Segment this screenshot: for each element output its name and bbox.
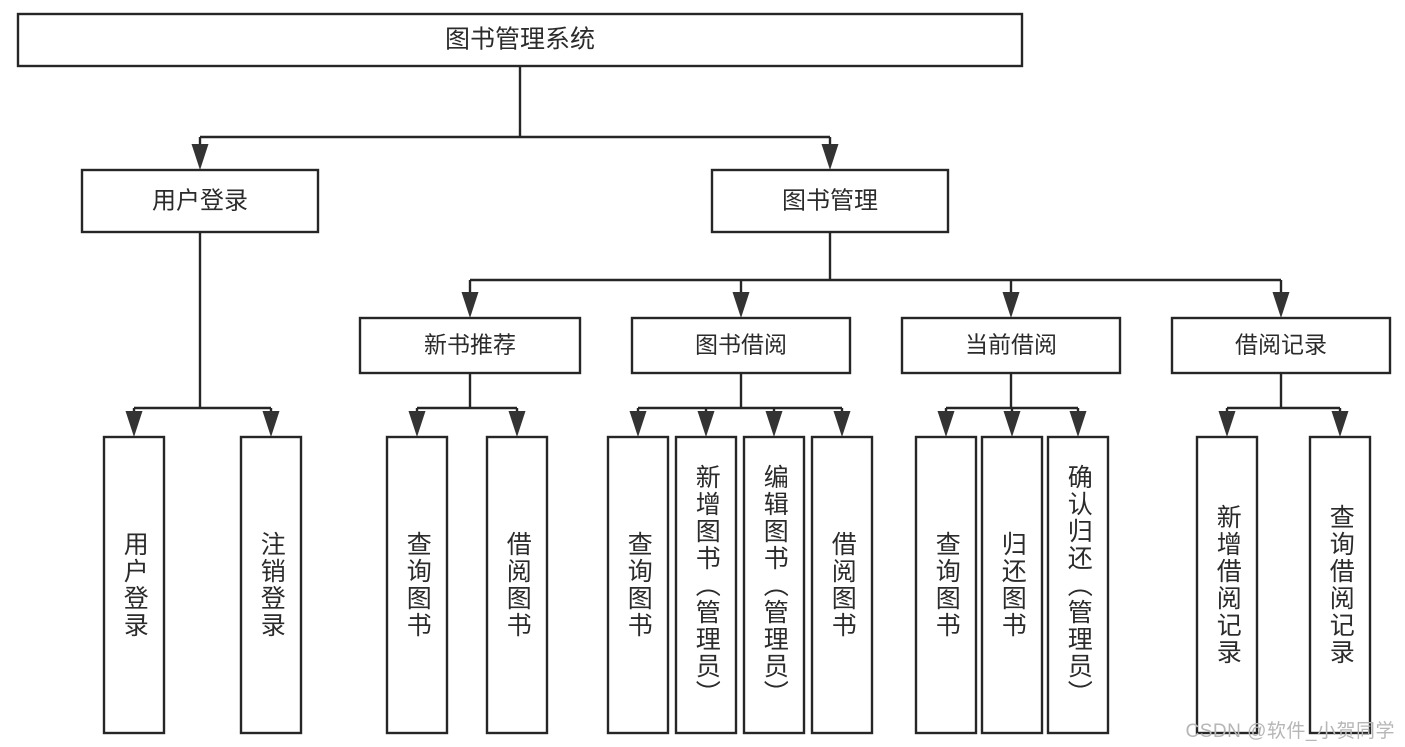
node-box-user-login: [80, 168, 320, 234]
connector-group-book-management: [461, 232, 1290, 318]
connector-group-new-book-rec: [408, 373, 526, 437]
watermark-text: CSDN @软件_小贺同学: [1185, 721, 1395, 742]
leaf-box-cb-return-book: [980, 435, 1044, 735]
leaf-node-br-add-record[interactable]: [1195, 435, 1259, 735]
connector-layer: [125, 66, 1349, 437]
node-box-current-borrow: [900, 316, 1122, 375]
leaf-box-leaf-user-login: [102, 435, 166, 735]
leaf-box-leaf-logout: [239, 435, 303, 735]
leaf-box-br-add-record: [1195, 435, 1259, 735]
node-label-book-management: 图书管理: [782, 187, 878, 214]
leaf-node-bb-add-book[interactable]: [674, 435, 738, 735]
leaf-box-nb-borrow-book: [485, 435, 549, 735]
leaf-node-bb-borrow-book[interactable]: [810, 435, 874, 735]
leaf-box-bb-query-book: [606, 435, 670, 735]
leaf-box-cb-confirm-return: [1046, 435, 1110, 735]
node-box-book-borrow: [630, 316, 852, 375]
node-label-new-book-rec: 新书推荐: [424, 332, 516, 358]
connector-group-current-borrow: [937, 373, 1087, 437]
leaf-node-bb-edit-book[interactable]: [742, 435, 806, 735]
leaf-node-leaf-logout[interactable]: [239, 435, 303, 735]
node-box-borrow-record: [1170, 316, 1392, 375]
node-book-borrow[interactable]: 图书借阅: [630, 316, 852, 375]
leaf-box-nb-query-book: [385, 435, 449, 735]
connector-group-root: [191, 66, 839, 170]
leaf-node-cb-query-book[interactable]: [914, 435, 978, 735]
leaf-box-bb-edit-book: [742, 435, 806, 735]
node-box-book-management: [710, 168, 950, 234]
leaf-box-bb-add-book: [674, 435, 738, 735]
node-root[interactable]: 图书管理系统: [16, 12, 1024, 68]
leaf-box-cb-query-book: [914, 435, 978, 735]
connector-group-user-login: [125, 232, 280, 437]
node-label-book-borrow: 图书借阅: [695, 332, 787, 358]
leaf-node-nb-query-book[interactable]: [385, 435, 449, 735]
leaf-box-bb-borrow-book: [810, 435, 874, 735]
node-box-new-book-rec: [358, 316, 582, 375]
node-borrow-record[interactable]: 借阅记录: [1170, 316, 1392, 375]
node-book-management[interactable]: 图书管理: [710, 168, 950, 234]
node-label-current-borrow: 当前借阅: [965, 332, 1057, 358]
node-new-book-rec[interactable]: 新书推荐: [358, 316, 582, 375]
leaf-node-nb-borrow-book[interactable]: [485, 435, 549, 735]
connector-group-borrow-record: [1218, 373, 1349, 437]
leaf-node-br-query-record[interactable]: [1308, 435, 1372, 735]
connector-group-book-borrow: [629, 373, 851, 437]
leaf-node-bb-query-book[interactable]: [606, 435, 670, 735]
leaf-node-leaf-user-login[interactable]: [102, 435, 166, 735]
node-label-root: 图书管理系统: [445, 26, 595, 54]
node-label-user-login: 用户登录: [152, 187, 248, 214]
leaf-box-br-query-record: [1308, 435, 1372, 735]
leaf-node-cb-confirm-return[interactable]: [1046, 435, 1110, 735]
node-current-borrow[interactable]: 当前借阅: [900, 316, 1122, 375]
node-label-borrow-record: 借阅记录: [1235, 332, 1327, 358]
node-user-login[interactable]: 用户登录: [80, 168, 320, 234]
node-box-root: [16, 12, 1024, 68]
leaf-node-cb-return-book[interactable]: [980, 435, 1044, 735]
